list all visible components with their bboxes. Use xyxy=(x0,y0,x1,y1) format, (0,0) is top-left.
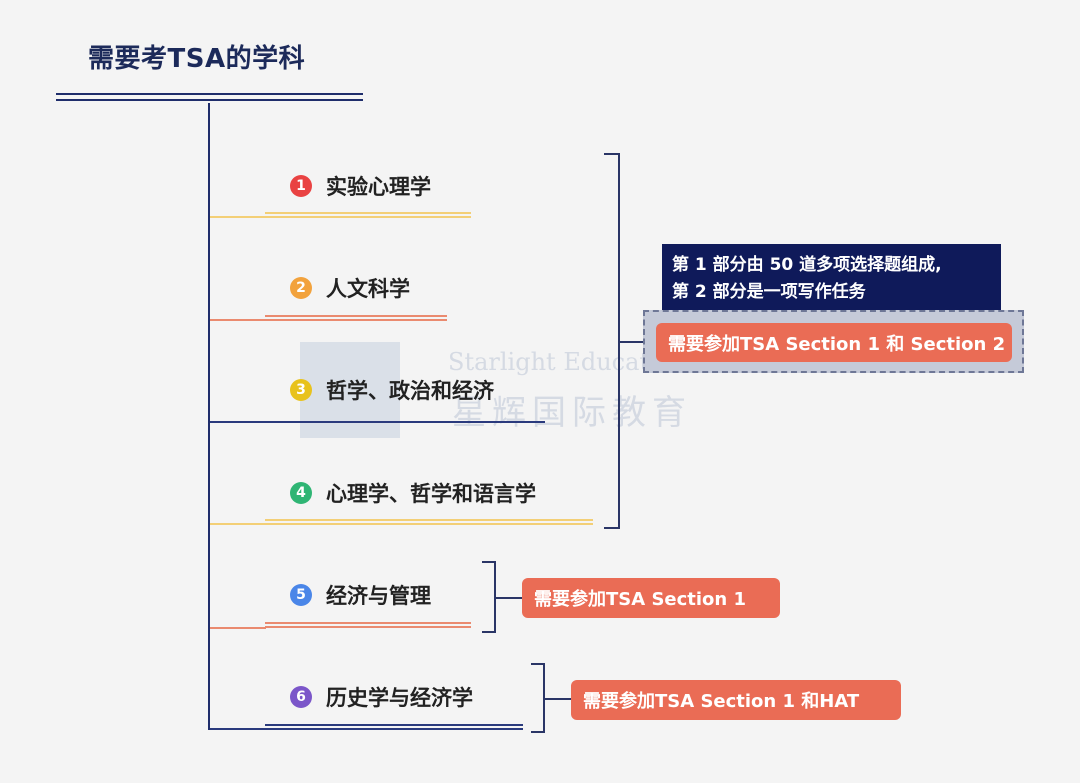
trunk-line xyxy=(208,103,210,730)
branch-line xyxy=(210,319,266,321)
title-underline xyxy=(56,93,363,101)
page-title: 需要考TSA的学科 xyxy=(88,44,306,74)
note-line-2: 第 2 部分是一项写作任务 xyxy=(672,282,866,302)
number-badge: 4 xyxy=(290,482,312,504)
subject-label: 实验心理学 xyxy=(326,175,431,199)
branch-line xyxy=(210,627,266,629)
brace-connector xyxy=(620,341,644,343)
note-line-1: 第 1 部分由 50 道多项选择题组成, xyxy=(672,255,942,275)
number-badge: 2 xyxy=(290,277,312,299)
branch-line xyxy=(210,523,266,525)
subject-label: 哲学、政治和经济 xyxy=(326,379,494,403)
number-badge: 1 xyxy=(290,175,312,197)
subject-item-5: 5 经济与管理 xyxy=(290,580,431,610)
tag-group-1-4: 需要参加TSA Section 1 和 Section 2 xyxy=(656,323,1012,362)
number-badge: 3 xyxy=(290,379,312,401)
subject-underline xyxy=(265,212,471,218)
tag-item-5: 需要参加TSA Section 1 xyxy=(522,578,780,618)
brace-item-5 xyxy=(482,561,496,633)
tag-item-6: 需要参加TSA Section 1 和HAT xyxy=(571,680,901,720)
subject-item-2: 2 人文科学 xyxy=(290,273,410,303)
number-badge: 5 xyxy=(290,584,312,606)
subject-underline xyxy=(265,724,523,730)
branch-line xyxy=(210,728,266,730)
subject-underline xyxy=(265,315,447,321)
branch-line xyxy=(210,216,266,218)
subject-label: 人文科学 xyxy=(326,277,410,301)
subject-label: 经济与管理 xyxy=(326,584,431,608)
brace-connector xyxy=(496,597,522,599)
watermark-text-cn: 星辉国际教育 xyxy=(452,393,692,433)
subject-item-3: 3 哲学、政治和经济 xyxy=(290,375,494,405)
subject-label: 历史学与经济学 xyxy=(326,686,473,710)
subject-underline xyxy=(265,622,471,628)
group-brace-1-4 xyxy=(604,153,620,529)
brace-connector xyxy=(545,698,571,700)
number-badge: 6 xyxy=(290,686,312,708)
branch-line xyxy=(210,421,266,423)
subject-item-6: 6 历史学与经济学 xyxy=(290,682,473,712)
subject-underline xyxy=(265,519,593,525)
section-description-box: 第 1 部分由 50 道多项选择题组成, 第 2 部分是一项写作任务 xyxy=(662,244,1001,312)
subject-label: 心理学、哲学和语言学 xyxy=(326,482,536,506)
subject-item-4: 4 心理学、哲学和语言学 xyxy=(290,478,536,508)
brace-item-6 xyxy=(531,663,545,733)
subject-item-1: 1 实验心理学 xyxy=(290,171,431,201)
subject-underline xyxy=(265,417,545,423)
